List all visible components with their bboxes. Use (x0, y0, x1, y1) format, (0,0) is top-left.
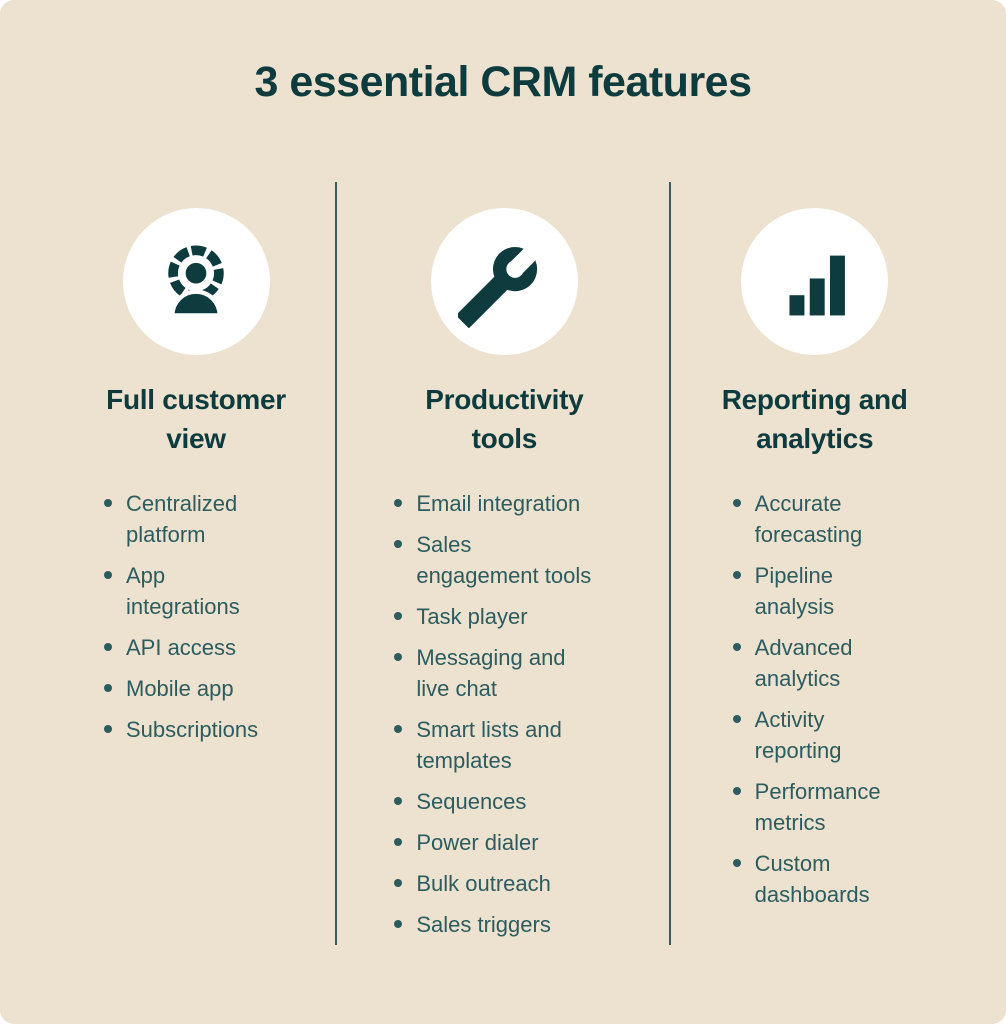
customer-ring-icon (168, 244, 224, 318)
list-item-label: Mobile app (126, 676, 234, 701)
list-item: Smart lists and templates (394, 714, 616, 776)
bullet-dot-icon (104, 725, 112, 733)
list-item: Performance metrics (732, 776, 927, 838)
bullet-dot-icon (732, 715, 741, 723)
column-divider (669, 182, 671, 945)
list-item-label: Email integration (416, 491, 581, 516)
list-item-label: Pipeline analysis (754, 563, 835, 619)
list-item: App integrations (104, 560, 308, 622)
list-item-label: Accurate forecasting (754, 491, 863, 547)
list-item-label: Sequences (416, 789, 527, 814)
bullet-dot-icon (394, 499, 403, 507)
list-item: Advanced analytics (732, 632, 927, 694)
column-heading: Reporting and analytics (721, 384, 908, 454)
bullet-dot-icon (394, 920, 403, 928)
bullet-dot-icon (104, 643, 112, 651)
bullet-dot-icon (732, 859, 741, 867)
list-item: Sequences (394, 786, 616, 817)
column-heading: Productivity tools (425, 384, 584, 454)
list-item: Power dialer (394, 827, 616, 858)
bullet-dot-icon (732, 643, 741, 651)
bar-chart-icon (789, 255, 845, 315)
bullet-dot-icon (394, 879, 403, 887)
bullet-dot-icon (104, 499, 112, 507)
bullet-dot-icon (394, 725, 403, 733)
page-title: 3 essential CRM features (254, 58, 752, 106)
list-item: Task player (394, 601, 616, 632)
list-item: Custom dashboards (732, 848, 927, 910)
list-item-label: Centralized platform (126, 491, 238, 547)
list-item: Bulk outreach (394, 868, 616, 899)
bullet-dot-icon (732, 571, 741, 579)
bullet-dot-icon (394, 838, 403, 846)
column-divider (335, 182, 337, 945)
list-item: Pipeline analysis (732, 560, 927, 622)
icon-circle (741, 208, 889, 355)
list-item-label: Bulk outreach (416, 871, 551, 896)
list-item-label: Smart lists and templates (416, 717, 562, 773)
list-item: Email integration (394, 488, 616, 519)
list-item: Mobile app (104, 673, 308, 704)
bullet-dot-icon (104, 684, 112, 692)
icon-circle (430, 208, 578, 355)
list-item: Sales engagement tools (394, 529, 616, 591)
list-item: Sales triggers (394, 909, 616, 940)
bullet-dot-icon (394, 797, 403, 805)
bullet-dot-icon (394, 540, 403, 548)
bullet-dot-icon (732, 787, 741, 795)
list-item-label: Task player (416, 604, 528, 629)
list-item-label: Sales triggers (416, 912, 551, 937)
list-item: Accurate forecasting (732, 488, 927, 550)
list-item-label: API access (126, 635, 237, 660)
bullet-dot-icon (394, 653, 403, 661)
column-reporting-analytics: Reporting and analytics Accurate forecas… (671, 0, 1006, 1024)
bullet-dot-icon (394, 612, 403, 620)
list-item: Centralized platform (104, 488, 308, 550)
list-item-label: Messaging and live chat (416, 645, 566, 701)
list-item-label: Subscriptions (126, 717, 259, 742)
list-item-label: Sales engagement tools (416, 532, 592, 588)
list-item: Subscriptions (104, 714, 308, 745)
bullet-dot-icon (104, 571, 112, 579)
bullet-dot-icon (732, 499, 741, 507)
list-item-label: Power dialer (416, 830, 539, 855)
list-item: API access (104, 632, 308, 663)
list-item-label: Custom dashboards (754, 851, 870, 907)
list-item-label: Performance metrics (754, 779, 881, 835)
icon-circle (122, 208, 270, 355)
list-item-label: App integrations (126, 563, 240, 619)
wrench-icon (458, 246, 538, 328)
column-heading: Full customer view (106, 384, 286, 454)
list-item-label: Activity reporting (754, 707, 842, 763)
list-item: Messaging and live chat (394, 642, 616, 704)
list-item-label: Advanced analytics (754, 635, 853, 691)
list-item: Activity reporting (732, 704, 927, 766)
